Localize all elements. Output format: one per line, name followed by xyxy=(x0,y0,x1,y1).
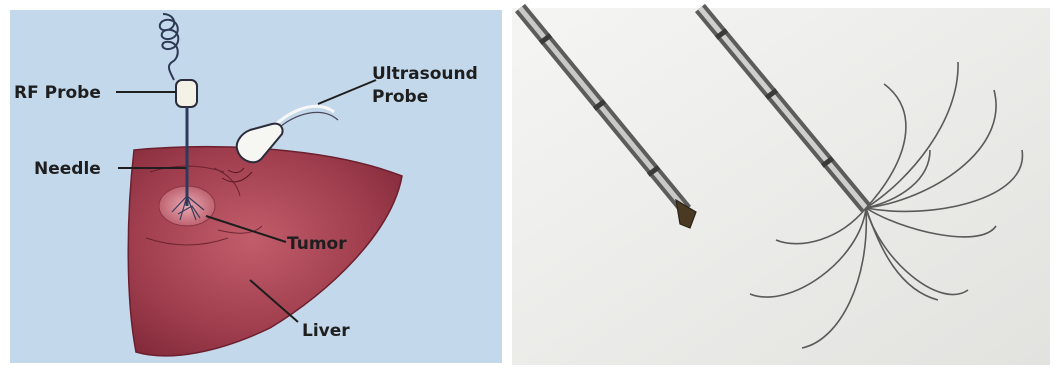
photo-background xyxy=(512,8,1050,365)
rfa-illustration-panel: RF Probe Ultrasound Probe Needle Tumor L… xyxy=(10,10,502,363)
label-ultrasound-line2: Probe xyxy=(372,87,428,107)
rfa-needle-photo-panel xyxy=(512,8,1050,365)
label-liver: Liver xyxy=(302,321,350,341)
label-needle: Needle xyxy=(34,159,101,179)
label-tumor: Tumor xyxy=(287,234,347,254)
rf-probe-handle xyxy=(176,80,197,107)
label-rf-probe: RF Probe xyxy=(14,83,101,103)
label-ultrasound-line1: Ultrasound xyxy=(372,64,478,84)
